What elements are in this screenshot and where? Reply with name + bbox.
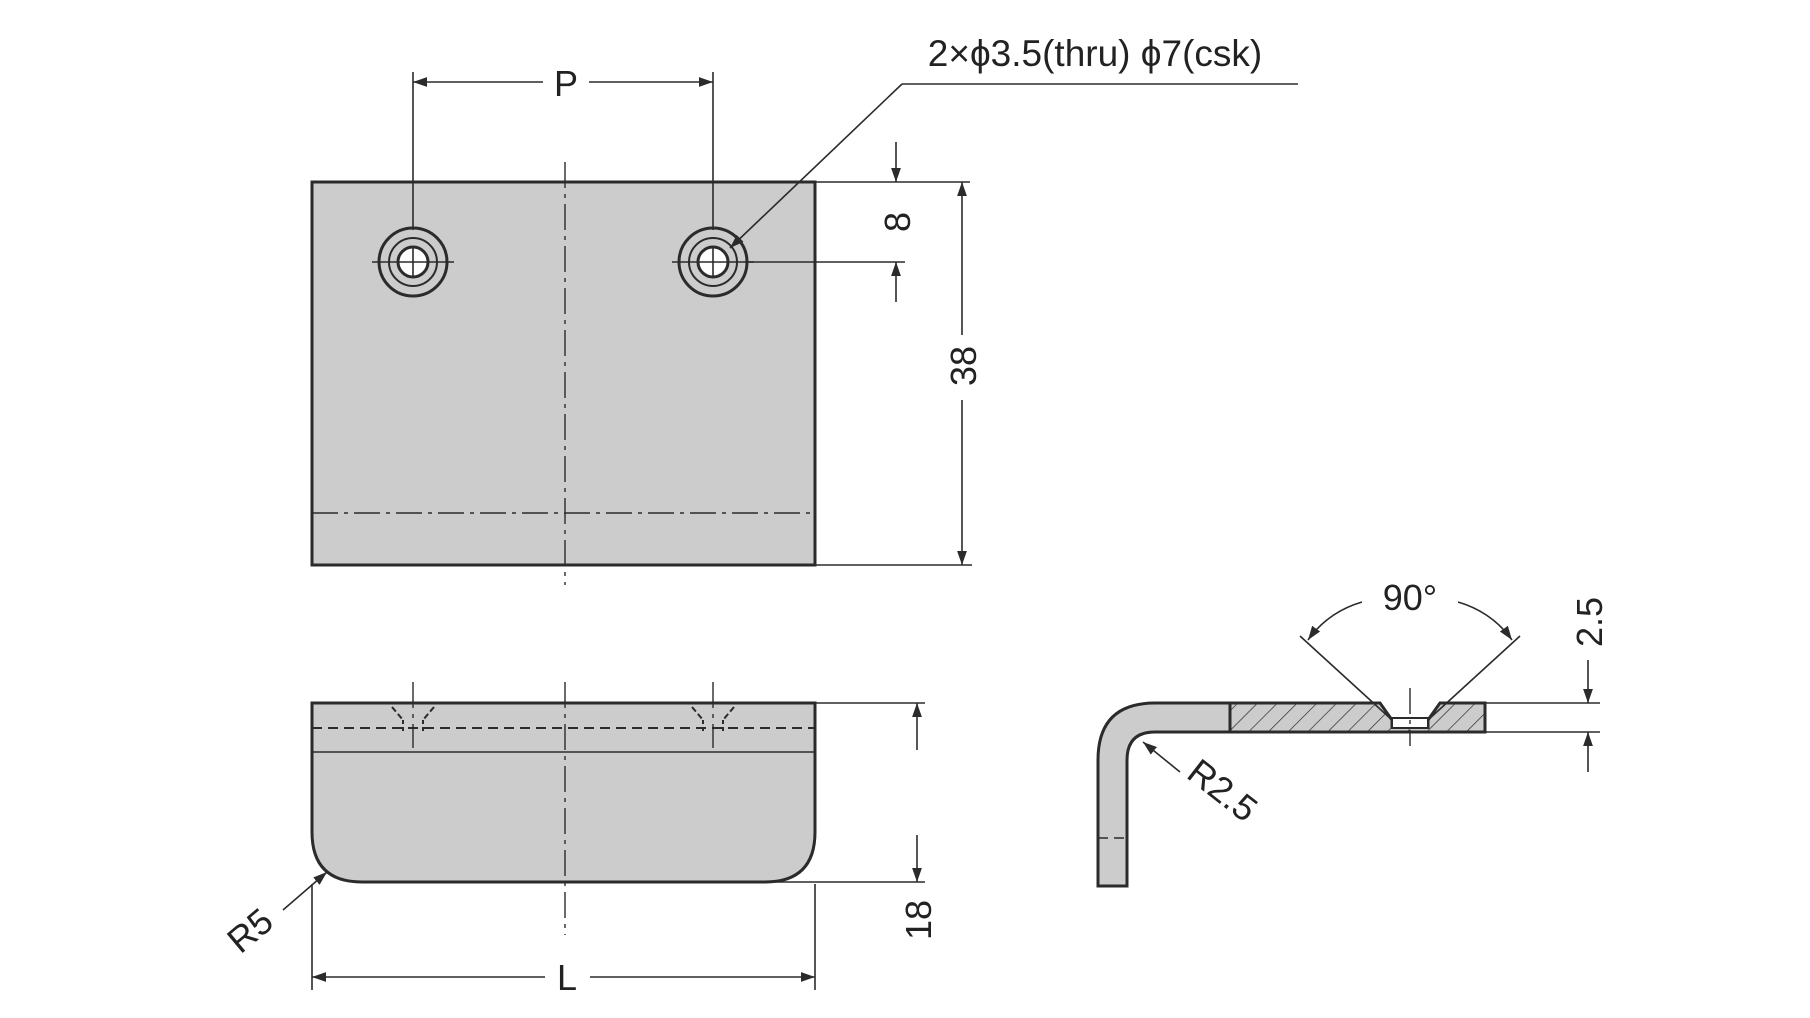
bend-radius-label: R2.5 [1180,751,1265,830]
side-section-view: 90° 2.5 R2.5 [1096,577,1610,888]
bent-profile [1096,701,1232,888]
hole-offset-label: 8 [877,212,918,232]
pitch-dimension: P [412,63,714,230]
countersink-angle-label: 90° [1383,577,1437,618]
hole-spec-label: 2×ϕ3.5(thru) ϕ7(csk) [928,33,1262,74]
thickness-label: 2.5 [1569,597,1610,647]
hole-spec-callout: 2×ϕ3.5(thru) ϕ7(csk) [729,33,1298,249]
front-plate [310,701,817,884]
length-dimension: L [311,884,816,998]
bend-radius-callout: R2.5 [1142,741,1265,830]
hole-left [372,226,454,298]
pitch-label: P [554,63,578,104]
thickness-dimension: 2.5 [1485,597,1610,772]
plate-height-label: 38 [943,346,984,386]
length-label: L [557,957,577,998]
section-hatch [1228,701,1487,734]
flange-height-label: 18 [898,900,939,940]
flange-height-dimension: 18 [765,702,939,940]
corner-radius-callout: R5 [219,871,328,961]
top-view: P 2×ϕ3.5(thru) ϕ7(csk) 8 38 [310,33,1298,585]
corner-radius-label: R5 [219,900,281,961]
front-view: 18 L R5 [219,682,939,998]
plate-height-dimension: 38 [815,182,984,566]
countersink-hidden-right [691,706,735,734]
countersink-hidden-left [391,706,435,734]
countersink-angle-callout: 90° [1299,577,1521,721]
hole-offset-dimension: 8 [745,142,970,302]
